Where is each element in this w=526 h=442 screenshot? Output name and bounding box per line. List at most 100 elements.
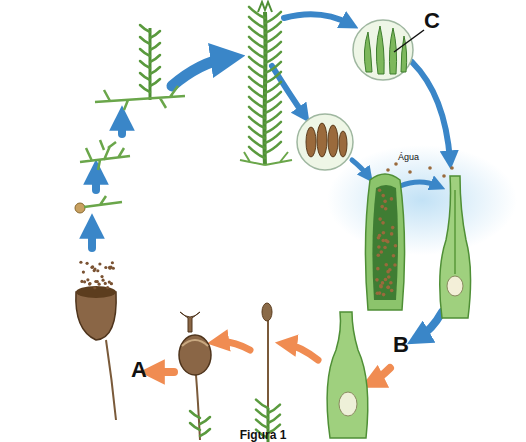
spore [88, 282, 91, 285]
archegonium-small [376, 26, 384, 74]
egg-cell [447, 276, 463, 296]
sperm-cell [376, 267, 380, 271]
moss-leaf [265, 112, 281, 123]
sperm-cell [378, 188, 382, 192]
protonema [95, 86, 185, 110]
spore [83, 280, 86, 283]
moss-tuft [258, 2, 272, 12]
blue-arrow [92, 172, 100, 190]
blue-arrow [352, 160, 368, 176]
antheridium-small [317, 123, 327, 157]
moss-leaf [150, 67, 160, 74]
moss-leaf [249, 117, 265, 128]
protonema [84, 196, 122, 207]
antheridium-small [339, 131, 347, 157]
sperm-cell [394, 244, 398, 248]
moss-leaf [256, 410, 268, 418]
sporophyte [179, 312, 211, 440]
archegonium-small [364, 32, 372, 72]
sperm-cell [394, 162, 398, 166]
moss-leaf [150, 55, 160, 62]
sperm-cell [391, 226, 395, 230]
moss-leaf [140, 37, 150, 44]
moss-leaf [265, 122, 281, 133]
archegonia [364, 26, 406, 74]
moss-leaf [265, 92, 281, 103]
water-glow [327, 145, 517, 255]
blue-arrow [412, 62, 450, 160]
callout-letter: B [393, 334, 409, 356]
moss-leaf [249, 137, 265, 148]
blue-arrow [400, 182, 438, 186]
sperm-cell [390, 289, 394, 293]
moss-leaf [249, 147, 265, 158]
sperm-cell [450, 166, 454, 170]
moss-leaf [256, 420, 268, 428]
part-label: Água [398, 153, 419, 162]
sperm-cell [389, 281, 393, 285]
sperm-cell [378, 291, 382, 295]
sperm-cell [392, 254, 396, 258]
sperm-cell [382, 231, 386, 235]
moss-leaf [249, 37, 265, 48]
blue-arrow [284, 14, 350, 24]
spore [101, 279, 104, 282]
blue-arrow [118, 118, 126, 134]
spore [104, 282, 107, 285]
moss-leaf [265, 12, 281, 23]
spore [79, 261, 82, 264]
sperm-cell [408, 170, 412, 174]
sperm-cell [378, 217, 382, 221]
moss-gametophyte [240, 2, 292, 165]
spore [94, 280, 97, 283]
moss-leaf [249, 7, 265, 18]
moss-leaf [140, 25, 150, 32]
moss-leaf [256, 400, 268, 408]
moss-leaf [265, 82, 281, 93]
capsule [179, 335, 211, 375]
leader-line [394, 30, 424, 52]
moss-leaf [265, 42, 281, 53]
zoom-circle [353, 20, 413, 80]
blue-arrow [418, 312, 442, 338]
moss-leaf [265, 22, 281, 33]
spore [100, 275, 103, 278]
moss-leaf [265, 52, 281, 63]
moss-leaf [249, 127, 265, 138]
blue-arrow [92, 14, 450, 338]
calyptra [180, 312, 200, 332]
moss-leaf [249, 97, 265, 108]
spore [91, 265, 94, 268]
spore [85, 262, 88, 265]
spore [98, 262, 101, 265]
moss-leaf [140, 49, 150, 56]
moss-leaf [265, 72, 281, 83]
sperm-cell [380, 205, 384, 209]
spore [104, 266, 107, 269]
moss-leaf [140, 61, 150, 68]
archegonium-neck [454, 190, 456, 274]
sperm-cell [380, 250, 384, 254]
orange-arrow [152, 368, 174, 376]
sperm-cell [387, 275, 391, 279]
spore [108, 267, 111, 270]
spore [110, 282, 113, 285]
spore [111, 261, 114, 264]
sperm-cell [382, 293, 386, 297]
sperm-cell [442, 174, 446, 178]
moss-leaf [265, 142, 281, 153]
antheridium-interior [372, 185, 398, 300]
antheridium-small [328, 125, 338, 157]
sperm-cell [381, 281, 385, 285]
moss-leaf [249, 77, 265, 88]
spore [112, 267, 115, 270]
orange-arrow [286, 344, 318, 360]
sperm-cell [388, 268, 392, 272]
moss-leaf [249, 87, 265, 98]
sperm-cell [384, 278, 388, 282]
released-spores [79, 261, 115, 290]
spore [75, 203, 85, 213]
moss-leaf [200, 429, 210, 436]
moss-leaf [265, 102, 281, 113]
